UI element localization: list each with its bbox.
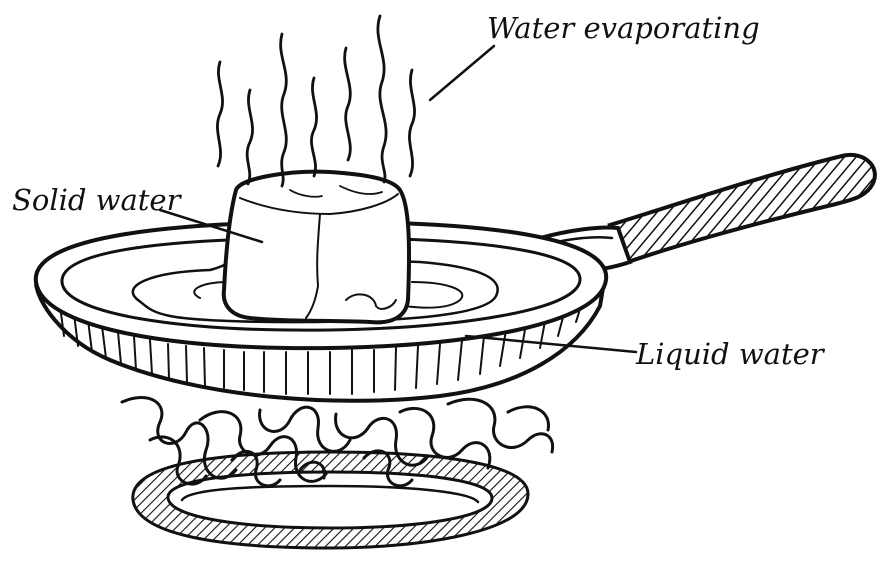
label-water-evaporating: Water evaporating xyxy=(487,14,760,43)
label-liquid-water: Liquid water xyxy=(636,340,824,369)
burner xyxy=(133,452,528,548)
leader-evaporating xyxy=(430,46,494,100)
label-solid-water: Solid water xyxy=(12,186,180,215)
steam-lines xyxy=(217,16,414,186)
ice-cube xyxy=(224,172,409,323)
